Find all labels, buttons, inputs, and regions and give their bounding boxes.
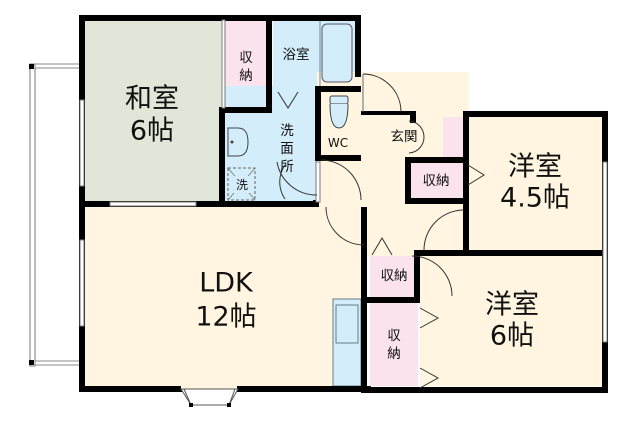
toilet-label: WC xyxy=(328,136,348,150)
washer-label: 洗 xyxy=(236,178,248,192)
sink-icon xyxy=(227,127,249,157)
ldk-size: 12帖 xyxy=(195,302,256,333)
western2-closet-label-2: 納 xyxy=(387,346,401,362)
windows xyxy=(79,19,608,343)
western1-closet-label: 収納 xyxy=(423,173,450,189)
closet-door-markers xyxy=(277,91,485,389)
washroom-label-1: 洗 xyxy=(280,123,294,139)
kitchen-counter-icon xyxy=(332,298,363,387)
hall-closet-label: 収納 xyxy=(381,268,408,284)
western2-closet-floor xyxy=(370,303,418,386)
western2-size: 6帖 xyxy=(490,321,534,352)
washitsu-closet-label-1: 収 xyxy=(239,50,253,66)
washitsu-name: 和室 xyxy=(125,84,179,115)
western2-floor xyxy=(420,256,603,386)
bay-window xyxy=(180,385,239,407)
western1-floor xyxy=(468,117,603,250)
entrance-closet-floor xyxy=(443,117,463,159)
western1-closet-floor xyxy=(411,163,463,201)
bath-label: 浴室 xyxy=(283,46,310,63)
western1-size: 4.5帖 xyxy=(500,183,570,214)
washing-machine-icon xyxy=(227,167,256,201)
washitsu-closet-label-2: 納 xyxy=(239,68,253,84)
washroom-label-3: 所 xyxy=(280,159,294,175)
door-swings xyxy=(276,73,465,297)
ldk-name: LDK xyxy=(199,268,254,299)
toilet-icon xyxy=(329,95,349,129)
washitsu-size: 6帖 xyxy=(130,116,174,147)
hall-closet-floor xyxy=(370,256,418,300)
western2-name: 洋室 xyxy=(485,290,539,321)
entrance-label: 玄関 xyxy=(391,128,418,145)
ldk-floor xyxy=(84,207,366,386)
western2-closet-label-1: 収 xyxy=(387,328,401,344)
balcony xyxy=(29,63,82,367)
washitsu-floor xyxy=(84,20,223,203)
western1-name: 洋室 xyxy=(508,152,562,183)
washroom-label-2: 面 xyxy=(280,141,294,157)
bathtub-icon xyxy=(319,20,353,86)
